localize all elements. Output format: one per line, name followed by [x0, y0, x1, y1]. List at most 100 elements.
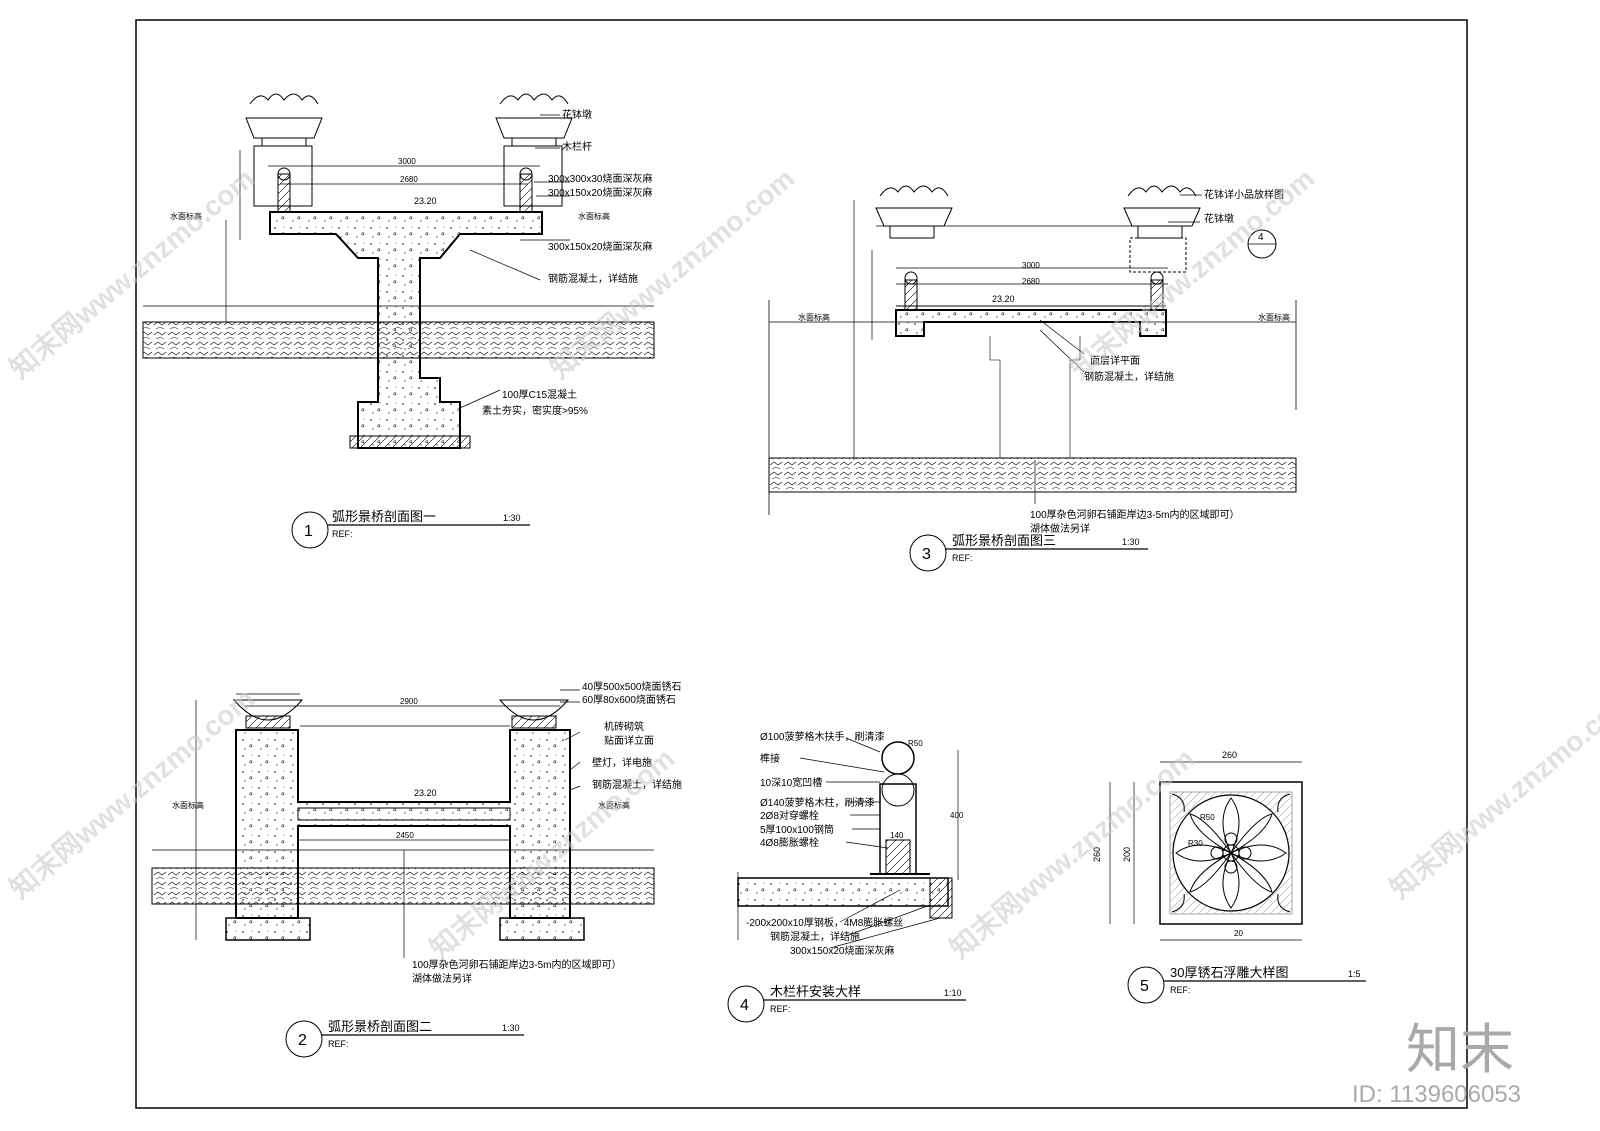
label: 2Ø8对穿螺栓: [760, 809, 819, 822]
dimension: 140: [890, 831, 904, 840]
pier-1: [269, 211, 543, 449]
dimension: 260: [1222, 750, 1237, 760]
label: 花钵墩: [562, 108, 592, 121]
label: 水面标高: [598, 800, 630, 810]
drawing-scale: 1:30: [502, 1023, 520, 1033]
label: 素土夯实，密实度>95%: [482, 404, 588, 417]
label: 湖体做法另详: [412, 972, 472, 985]
label: 机砖砌筑: [604, 720, 644, 733]
label: 木栏杆: [562, 140, 592, 153]
flower-pot-left: [245, 93, 323, 207]
brand-id: ID: 1139606053: [1352, 1081, 1521, 1108]
lakebed-band: [768, 457, 1297, 493]
drawing-number-circle: [291, 511, 329, 549]
label: 钢筋混凝土，详结施: [548, 272, 638, 285]
detail-4: Ø100菠萝格木扶手，刷清漆 榫接 10深10宽凹槽 Ø140菠萝格木柱，刷清漆…: [727, 730, 966, 1023]
label: 花钵详小品放样图: [1204, 188, 1284, 201]
label: 水面标高: [172, 800, 204, 810]
label: 10深10宽凹槽: [760, 776, 822, 789]
elevation: 23.20: [414, 788, 437, 798]
dimension: 3000: [398, 157, 416, 166]
drawing-number-circle: [1127, 966, 1165, 1004]
dimension: 260: [1092, 847, 1102, 862]
label: 水面标高: [798, 312, 830, 322]
label: 钢筋混凝土，详结施: [592, 778, 682, 791]
label: -200x200x10厚钢板，4M8膨胀螺丝: [746, 916, 903, 929]
drawing-ref: REF:: [328, 1039, 349, 1049]
sheet-frame: [135, 19, 1468, 1109]
label: Ø140菠萝格木柱，刷清漆: [760, 796, 874, 809]
drawing-ref: REF:: [770, 1004, 791, 1014]
radius: R50: [1200, 813, 1215, 822]
drawing-scale: 1:5: [1348, 969, 1361, 979]
label: 面层详平面: [1090, 354, 1140, 367]
flower-pot-right: [495, 93, 573, 207]
dimension: 200: [1122, 847, 1132, 862]
drawing-number: 1: [304, 523, 313, 540]
svg-text:知末网www.znzmo.com: 知末网www.znzmo.com: [1383, 682, 1600, 905]
detail-5: 260 260 200 R50 R30 20 5 30厚锈石浮雕大样图 1:5 …: [1092, 750, 1366, 1004]
label: 榫接: [760, 752, 780, 765]
radius: R30: [1188, 839, 1203, 848]
label: 4Ø8膨胀螺栓: [760, 836, 819, 849]
drawing-number-circle: [727, 985, 765, 1023]
label: 100厚杂色河卵石铺距岸边3-5m内的区域即可）: [412, 958, 621, 971]
label: 300x150x20烧面深灰麻: [790, 944, 895, 957]
label: 300x150x20烧面深灰麻: [548, 186, 653, 199]
callout-number: 4: [1258, 232, 1264, 243]
label: 钢筋混凝土，详结施: [1084, 370, 1174, 383]
dimension: 3000: [1022, 261, 1040, 270]
flower-carving: [1171, 793, 1291, 913]
label: 湖体做法另详: [1030, 522, 1090, 535]
drawing-number: 3: [922, 546, 931, 563]
label: 40厚500x500烧面锈石: [582, 680, 682, 693]
section-1: 花钵墩 木栏杆 300x300x30烧面深灰麻 300x150x20烧面深灰麻 …: [142, 93, 655, 549]
drawing-scale: 1:10: [944, 988, 962, 998]
drawing-scale: 1:30: [1122, 537, 1140, 547]
deck-3: [895, 309, 1167, 337]
drawing-ref: REF:: [952, 553, 973, 563]
label: 5厚100x100钢筒: [760, 823, 834, 836]
dimension: 20: [1234, 929, 1243, 938]
railing-post-right: [519, 173, 533, 213]
section-3: 4 花钵详小品放样图 花钵墩 水面标高 水面标高 面层详平面 钢筋混凝土，详结施…: [768, 185, 1297, 572]
label: Ø100菠萝格木扶手，刷清漆: [760, 730, 884, 743]
drawing-number: 2: [298, 1032, 307, 1049]
drawing-number: 5: [1140, 978, 1149, 995]
drawing-ref: REF:: [1170, 985, 1191, 995]
drawing-number-circle: [909, 534, 947, 572]
dimension: 2680: [1022, 277, 1040, 286]
dimension: 2900: [400, 697, 418, 706]
drawing-title: 木栏杆安装大样: [770, 984, 861, 999]
drawing-number: 4: [740, 997, 749, 1014]
label: 水面标高: [578, 211, 610, 221]
drawing-number-circle: [285, 1020, 323, 1058]
label: 60厚80x600烧面锈石: [582, 693, 676, 706]
label: 钢筋混凝土，详结施: [770, 930, 860, 943]
label: 贴面详立面: [604, 734, 654, 747]
lakebed-band: [151, 867, 655, 905]
drawing-title: 30厚锈石浮雕大样图: [1170, 965, 1288, 980]
railing-post-left: [277, 173, 291, 213]
dimension: 2450: [396, 831, 414, 840]
elevation: 23.20: [414, 196, 437, 206]
label: 300x150x20烧面深灰麻: [548, 240, 653, 253]
slab-4: [737, 877, 949, 907]
dimension: R50: [908, 739, 923, 748]
label: 100厚杂色河卵石铺距岸边3-5m内的区域即可）: [1030, 508, 1239, 521]
label: 壁灯，详电施: [592, 756, 652, 769]
brand-logo: 知末: [1406, 1020, 1514, 1080]
label: 水面标高: [170, 211, 202, 221]
drawing-scale: 1:30: [503, 513, 521, 523]
label: 100厚C15混凝土: [502, 388, 577, 401]
drawing-title: 弧形景桥剖面图一: [332, 509, 436, 524]
drawing-title: 弧形景桥剖面图三: [952, 533, 1056, 548]
section-2: 40厚500x500烧面锈石 60厚80x600烧面锈石 机砖砌筑 贴面详立面 …: [151, 680, 682, 1058]
svg-text:知末网www.znzmo.com: 知末网www.znzmo.com: [943, 742, 1200, 965]
carving-outer: [1159, 781, 1303, 925]
label: 300x300x30烧面深灰麻: [548, 172, 653, 185]
dimension: 2680: [400, 175, 418, 184]
drawing-title: 弧形景桥剖面图二: [328, 1019, 432, 1034]
drawing-ref: REF:: [332, 529, 353, 539]
